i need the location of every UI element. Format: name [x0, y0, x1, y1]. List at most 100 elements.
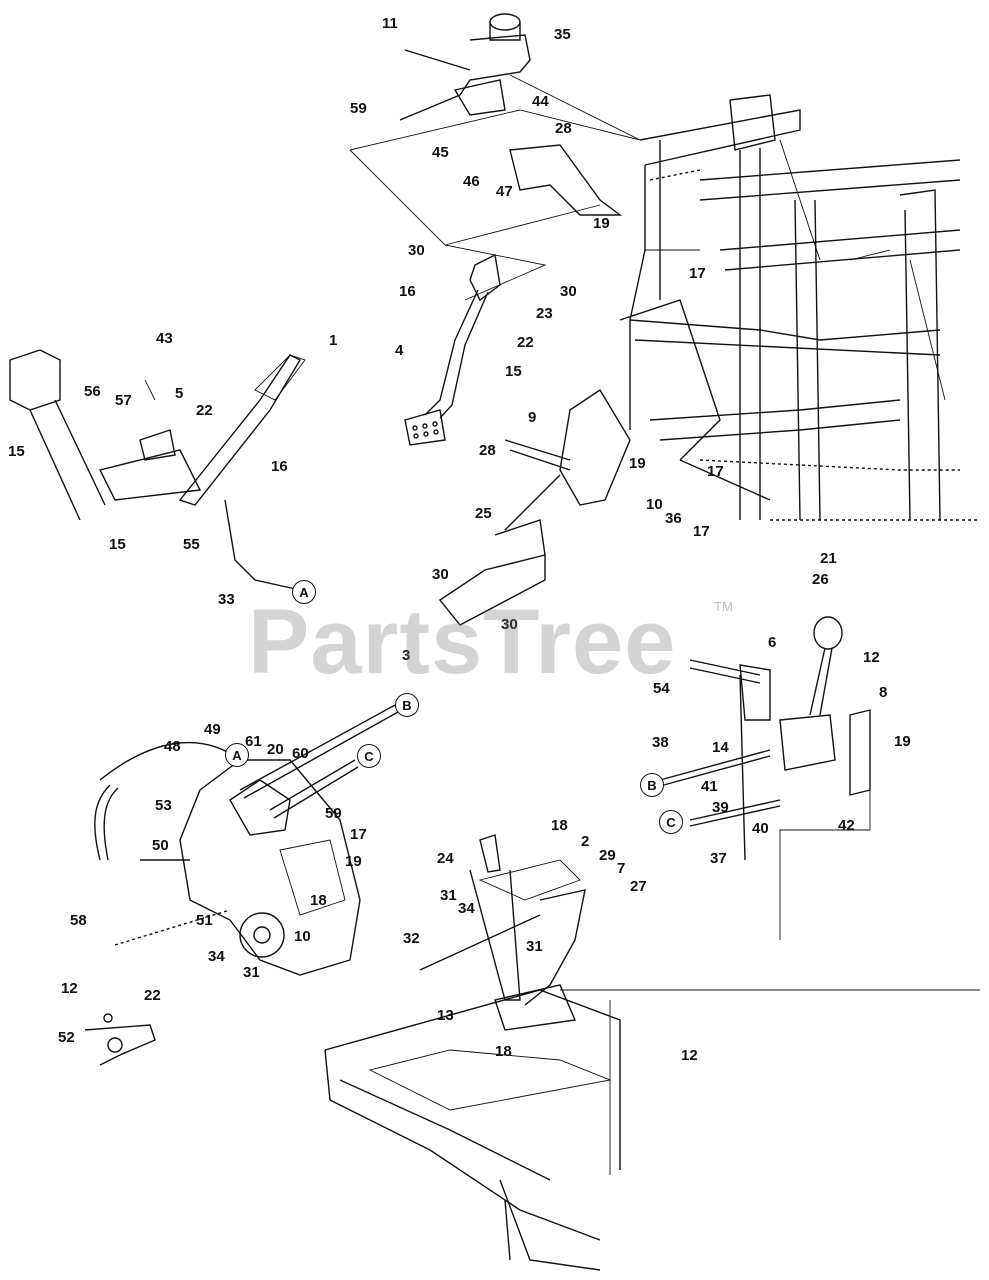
part-label-36[interactable]: 36: [665, 510, 682, 527]
part-label-50[interactable]: 50: [152, 837, 169, 854]
part-label-24[interactable]: 24: [437, 850, 454, 867]
part-label-16-left[interactable]: 16: [271, 458, 288, 475]
part-label-42[interactable]: 42: [838, 817, 855, 834]
part-label-28-center[interactable]: 28: [479, 442, 496, 459]
part-label-20[interactable]: 20: [267, 741, 284, 758]
part-label-3[interactable]: 3: [402, 647, 411, 664]
callout-a-left[interactable]: A: [292, 580, 316, 604]
part-label-10-center[interactable]: 10: [646, 496, 663, 513]
linkage-52: [84, 1013, 156, 1066]
part-label-59-left[interactable]: 59: [325, 805, 342, 822]
part-label-16-upper[interactable]: 16: [399, 283, 416, 300]
part-label-18-center[interactable]: 18: [551, 817, 568, 834]
part-label-19-left[interactable]: 19: [345, 853, 362, 870]
part-label-51[interactable]: 51: [196, 912, 213, 929]
part-label-32[interactable]: 32: [403, 930, 420, 947]
part-label-5[interactable]: 5: [175, 385, 184, 402]
part-label-37[interactable]: 37: [710, 850, 727, 867]
part-label-53[interactable]: 53: [155, 797, 172, 814]
part-label-60[interactable]: 60: [292, 745, 309, 762]
part-label-30-b[interactable]: 30: [560, 283, 577, 300]
part-label-31-center-b[interactable]: 31: [526, 938, 543, 955]
watermark-trademark: TM: [714, 599, 733, 614]
part-label-8[interactable]: 8: [879, 684, 888, 701]
part-label-23[interactable]: 23: [536, 305, 553, 322]
part-label-17-mid[interactable]: 17: [693, 523, 710, 540]
part-label-49[interactable]: 49: [204, 721, 221, 738]
part-label-11[interactable]: 11: [382, 15, 398, 32]
part-label-30-d[interactable]: 30: [501, 616, 518, 633]
part-label-31-center-a[interactable]: 31: [440, 887, 457, 904]
part-label-19-center[interactable]: 19: [629, 455, 646, 472]
part-label-1[interactable]: 1: [329, 332, 338, 349]
part-label-6[interactable]: 6: [768, 634, 777, 651]
part-label-34-left[interactable]: 34: [208, 948, 225, 965]
part-label-54[interactable]: 54: [653, 680, 670, 697]
part-label-47[interactable]: 47: [496, 183, 513, 200]
part-label-26[interactable]: 26: [812, 571, 829, 588]
part-label-44[interactable]: 44: [532, 93, 549, 110]
part-label-43[interactable]: 43: [156, 330, 173, 347]
part-label-48[interactable]: 48: [164, 738, 181, 755]
part-label-41[interactable]: 41: [701, 778, 718, 795]
part-label-13[interactable]: 13: [437, 1007, 454, 1024]
part-label-9[interactable]: 9: [528, 409, 537, 426]
part-label-19-right[interactable]: 19: [894, 733, 911, 750]
part-label-21[interactable]: 21: [820, 550, 837, 567]
part-label-7[interactable]: 7: [617, 860, 626, 877]
part-label-30-a[interactable]: 30: [408, 242, 425, 259]
part-label-30-c[interactable]: 30: [432, 566, 449, 583]
part-label-33[interactable]: 33: [218, 591, 235, 608]
part-label-61[interactable]: 61: [245, 733, 262, 750]
part-label-12-bottom[interactable]: 12: [681, 1047, 698, 1064]
master-cylinder: [399, 13, 641, 141]
part-label-25[interactable]: 25: [475, 505, 492, 522]
deck-frame: [324, 989, 980, 1271]
part-label-40[interactable]: 40: [752, 820, 769, 837]
part-label-59-upper[interactable]: 59: [350, 100, 367, 117]
part-label-22-bottom[interactable]: 22: [144, 987, 161, 1004]
part-label-22-left[interactable]: 22: [196, 402, 213, 419]
part-label-29[interactable]: 29: [599, 847, 616, 864]
part-label-27[interactable]: 27: [630, 878, 647, 895]
part-label-17-upper[interactable]: 17: [689, 265, 706, 282]
part-label-14[interactable]: 14: [712, 739, 729, 756]
callout-a-trans[interactable]: A: [225, 743, 249, 767]
hydro-transmission: [94, 704, 399, 976]
upper-frame: [619, 94, 980, 521]
part-label-35[interactable]: 35: [554, 26, 571, 43]
part-label-15-bottom[interactable]: 15: [109, 536, 126, 553]
part-label-15-left[interactable]: 15: [8, 443, 25, 460]
part-label-19-upper[interactable]: 19: [593, 215, 610, 232]
part-label-12-left[interactable]: 12: [61, 980, 78, 997]
part-label-18-left[interactable]: 18: [310, 892, 327, 909]
part-label-46[interactable]: 46: [463, 173, 480, 190]
part-label-34-center[interactable]: 34: [458, 900, 475, 917]
part-label-57[interactable]: 57: [115, 392, 132, 409]
part-label-17-left[interactable]: 17: [350, 826, 367, 843]
shift-assembly: [659, 616, 871, 940]
part-label-56[interactable]: 56: [84, 383, 101, 400]
brake-pedal: [404, 253, 501, 446]
part-label-55[interactable]: 55: [183, 536, 200, 553]
part-label-52[interactable]: 52: [58, 1029, 75, 1046]
callout-b-shift[interactable]: B: [640, 773, 664, 797]
callout-c-trans[interactable]: C: [357, 744, 381, 768]
part-label-28-upper[interactable]: 28: [555, 120, 572, 137]
part-label-39[interactable]: 39: [712, 799, 729, 816]
part-label-31-left[interactable]: 31: [243, 964, 260, 981]
part-label-10-left[interactable]: 10: [294, 928, 311, 945]
part-label-58[interactable]: 58: [70, 912, 87, 929]
callout-c-shift[interactable]: C: [659, 810, 683, 834]
part-label-15-center[interactable]: 15: [505, 363, 522, 380]
part-label-45[interactable]: 45: [432, 144, 449, 161]
part-label-38[interactable]: 38: [652, 734, 669, 751]
part-label-18-bottom[interactable]: 18: [495, 1043, 512, 1060]
part-label-2[interactable]: 2: [581, 833, 590, 850]
part-label-12-right[interactable]: 12: [863, 649, 880, 666]
part-label-4[interactable]: 4: [395, 342, 404, 359]
part-label-17-right[interactable]: 17: [707, 463, 724, 480]
callout-b-trans[interactable]: B: [395, 693, 419, 717]
part-label-22-upper[interactable]: 22: [517, 334, 534, 351]
